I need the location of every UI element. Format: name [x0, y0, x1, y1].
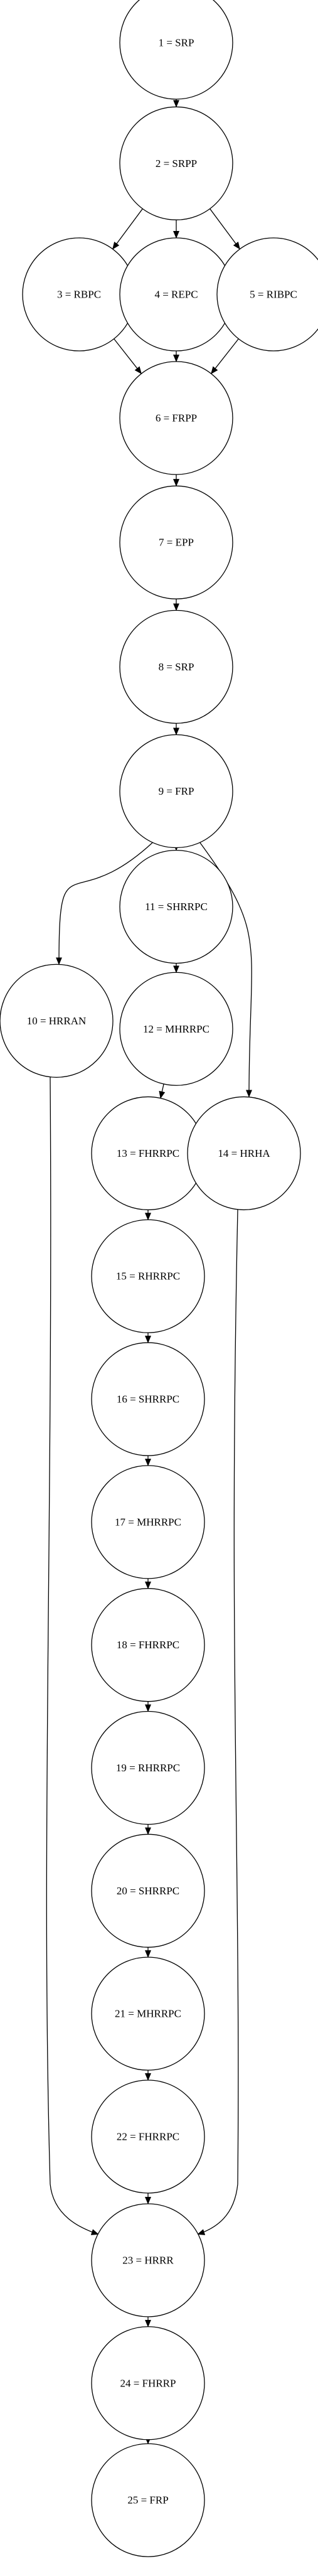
node-label-8: 8 = SRP — [159, 661, 194, 673]
edge-10-to-23 — [46, 1077, 99, 2235]
node-circle-5 — [216, 237, 318, 352]
node-label-21: 21 = MHRRPC — [115, 2008, 181, 2020]
node-23: 23 = HRRR — [91, 2203, 205, 2317]
node-label-11: 11 = SHRRPC — [145, 901, 208, 913]
node-circle-18 — [91, 1588, 205, 1702]
node-label-22: 22 = FHRRPC — [117, 2130, 179, 2142]
node-label-17: 17 = MHRRPC — [115, 1516, 181, 1528]
node-circle-7 — [119, 485, 233, 599]
node-20: 20 = SHRRPC — [91, 1833, 205, 1948]
node-2: 2 = SRPP — [119, 106, 233, 220]
node-circle-9 — [119, 734, 233, 849]
node-circle-14 — [187, 1096, 301, 1211]
node-circle-23 — [91, 2203, 205, 2317]
node-circle-6 — [119, 361, 233, 475]
node-12: 12 = MHRRPC — [119, 972, 233, 1086]
node-4: 4 = REPC — [119, 237, 233, 352]
node-22: 22 = FHRRPC — [91, 2080, 205, 2194]
node-24: 24 = FHRRP — [91, 2326, 205, 2440]
edge-3-to-6 — [114, 338, 142, 375]
node-3: 3 = RBPC — [22, 237, 136, 352]
node-18: 18 = FHRRPC — [91, 1588, 205, 1702]
edge-2-to-3 — [112, 208, 143, 250]
node-1: 1 = SRP — [119, 0, 233, 100]
node-label-13: 13 = FHRRPC — [117, 1147, 179, 1159]
node-label-19: 19 = RHRRPC — [116, 1762, 180, 1774]
node-label-14: 14 = HRHA — [218, 1147, 270, 1159]
node-circle-16 — [91, 1342, 205, 1456]
edge-14-to-23 — [197, 1210, 239, 2235]
edge-5-to-6 — [211, 338, 239, 375]
edges-layer — [46, 99, 253, 2445]
node-circle-17 — [91, 1465, 205, 1579]
node-9: 9 = FRP — [119, 734, 233, 849]
node-circle-19 — [91, 1710, 205, 1825]
node-circle-1 — [119, 0, 233, 100]
node-label-24: 24 = FHRRP — [120, 2377, 176, 2389]
node-label-23: 23 = HRRR — [122, 2254, 174, 2266]
node-16: 16 = SHRRPC — [91, 1342, 205, 1456]
node-19: 19 = RHRRPC — [91, 1710, 205, 1825]
node-7: 7 = EPP — [119, 485, 233, 599]
node-circle-12 — [119, 972, 233, 1086]
node-label-3: 3 = RBPC — [57, 289, 101, 301]
node-label-4: 4 = REPC — [154, 289, 198, 301]
node-label-1: 1 = SRP — [159, 37, 194, 49]
node-circle-10 — [0, 963, 114, 1078]
node-17: 17 = MHRRPC — [91, 1465, 205, 1579]
node-11: 11 = SHRRPC — [119, 849, 233, 964]
node-label-18: 18 = FHRRPC — [117, 1639, 179, 1651]
node-25: 25 = FRP — [91, 2443, 205, 2557]
node-label-6: 6 = FRPP — [156, 412, 197, 424]
node-label-5: 5 = RIBPC — [250, 289, 297, 301]
node-circle-11 — [119, 849, 233, 964]
node-label-20: 20 = SHRRPC — [117, 1885, 179, 1897]
node-label-9: 9 = FRP — [159, 785, 194, 797]
node-circle-15 — [91, 1219, 205, 1333]
node-14: 14 = HRHA — [187, 1096, 301, 1211]
node-label-15: 15 = RHRRPC — [116, 1270, 180, 1282]
node-5: 5 = RIBPC — [216, 237, 318, 352]
node-label-10: 10 = HRRAN — [27, 1015, 87, 1027]
node-circle-21 — [91, 1956, 205, 2071]
node-8: 8 = SRP — [119, 609, 233, 724]
node-circle-25 — [91, 2443, 205, 2557]
node-6: 6 = FRPP — [119, 361, 233, 475]
node-label-12: 12 = MHRRPC — [143, 1023, 209, 1035]
edge-12-to-13 — [159, 1083, 166, 1099]
node-label-16: 16 = SHRRPC — [117, 1393, 179, 1405]
node-circle-2 — [119, 106, 233, 220]
edge-9-to-10 — [56, 842, 153, 965]
node-15: 15 = RHRRPC — [91, 1219, 205, 1333]
node-circle-24 — [91, 2326, 205, 2440]
edge-2-to-5 — [209, 208, 240, 250]
node-label-7: 7 = EPP — [159, 537, 194, 549]
node-label-25: 25 = FRP — [127, 2494, 168, 2506]
node-10: 10 = HRRAN — [0, 963, 114, 1078]
node-label-2: 2 = SRPP — [156, 158, 197, 169]
node-circle-20 — [91, 1833, 205, 1948]
node-circle-8 — [119, 609, 233, 724]
node-13: 13 = FHRRPC — [91, 1096, 205, 1211]
node-circle-22 — [91, 2080, 205, 2194]
node-21: 21 = MHRRPC — [91, 1956, 205, 2071]
